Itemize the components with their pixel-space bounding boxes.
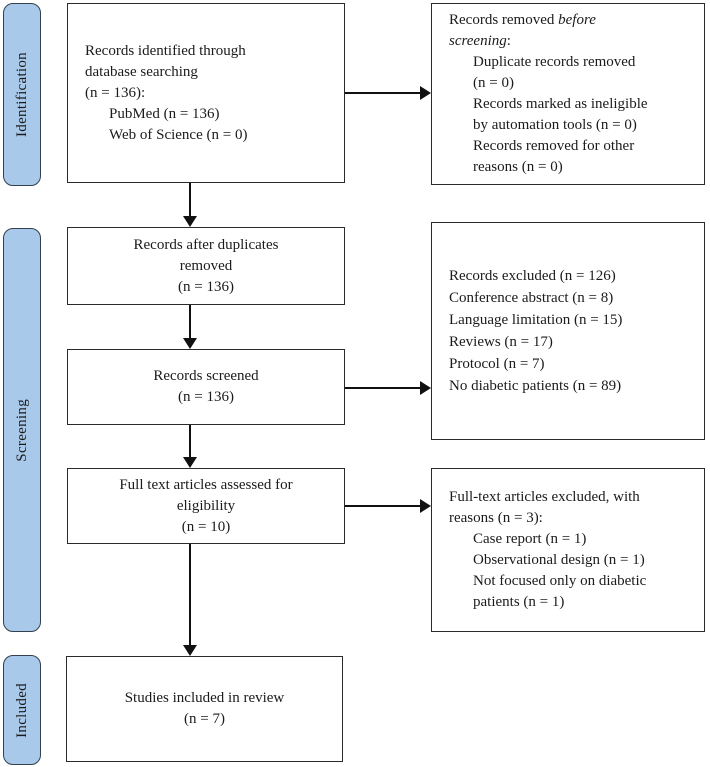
box-fulltext-excluded: Full-text articles excluded, with reason…: [431, 468, 705, 632]
box-records-identified: Records identified through database sear…: [67, 3, 345, 183]
stage-label-identification: Identification: [13, 51, 30, 137]
arrow-line-after-duplicates-to-screened: [189, 305, 191, 339]
box-text-line: Full-text articles excluded, with: [449, 489, 640, 505]
stage-label-included: Included: [13, 682, 30, 738]
box-text-line: Web of Science (n = 0): [109, 126, 248, 143]
box-text-line: (n = 136): [178, 389, 234, 405]
arrow-line-identified-to-removed: [345, 92, 421, 94]
stage-bar-screening: Screening: [3, 228, 41, 632]
box-text-line: removed: [179, 257, 233, 274]
arrow-head-right-icon: [420, 381, 431, 395]
box-text-segment: :: [506, 33, 511, 49]
box-text-line: Full text articles assessed for: [119, 476, 293, 493]
arrow-head-down-icon: [183, 338, 197, 349]
box-text-line: Duplicate records removed: [473, 54, 636, 70]
box-text-line: Language limitation (n = 15): [449, 312, 623, 328]
box-text-line: Observational design (n = 1): [473, 552, 645, 568]
arrow-head-down-icon: [183, 645, 197, 656]
box-records-removed-before-screening: Records removed before screening: Duplic…: [431, 3, 705, 185]
box-fulltext-assessed: Full text articles assessed for eligibil…: [67, 468, 345, 544]
stage-bar-identification: Identification: [3, 3, 41, 186]
box-text-italic-segment: before: [558, 12, 596, 28]
box-text-line: reasons (n = 0): [473, 159, 563, 175]
box-text-line: PubMed (n = 136): [109, 105, 220, 122]
arrow-line-identified-to-after-duplicates: [189, 183, 191, 218]
box-text-line: Records screened: [153, 368, 259, 384]
box-text-line: Protocol (n = 7): [449, 356, 545, 372]
arrow-line-fulltext-to-fulltext-excluded: [345, 505, 421, 507]
box-text-line: No diabetic patients (n = 89): [449, 378, 622, 394]
arrow-head-down-icon: [183, 216, 197, 227]
box-text-line: Case report (n = 1): [473, 531, 587, 547]
box-text-line: Conference abstract (n = 8): [449, 290, 614, 306]
box-text-line: screening:: [449, 31, 692, 52]
arrow-head-right-icon: [420, 86, 431, 100]
box-text-line: Records removed for other: [473, 138, 635, 154]
arrow-line-screened-to-excluded: [345, 387, 421, 389]
box-text-line: Records removed before: [449, 10, 692, 31]
box-text-line: Records after duplicates: [133, 236, 279, 253]
box-text-segment: Records removed: [449, 12, 559, 28]
stage-label-screening: Screening: [13, 398, 30, 462]
box-text-line: database searching: [85, 63, 198, 80]
box-text-line: (n = 136): [178, 278, 234, 295]
box-text-line: reasons (n = 3):: [449, 510, 543, 526]
box-records-after-duplicates: Records after duplicates removed (n = 13…: [67, 227, 345, 305]
stage-bar-included: Included: [3, 655, 41, 765]
box-text-line: (n = 0): [473, 75, 514, 91]
box-text-line: Not focused only on diabetic: [473, 573, 647, 589]
arrow-head-right-icon: [420, 499, 431, 513]
arrow-line-fulltext-to-included: [189, 544, 191, 646]
box-text-line: Records excluded (n = 126): [449, 268, 616, 284]
box-records-screened: Records screened (n = 136): [67, 349, 345, 425]
box-text-line: (n = 10): [181, 518, 231, 535]
box-studies-included: Studies included in review (n = 7): [66, 656, 343, 762]
box-text-line: (n = 7): [184, 711, 225, 727]
box-text-line: eligibility: [176, 497, 236, 514]
box-text-line: Records marked as ineligible: [473, 96, 648, 112]
box-text-line: (n = 136):: [85, 84, 146, 101]
box-text-line: by automation tools (n = 0): [473, 117, 637, 133]
box-records-excluded: Records excluded (n = 126) Conference ab…: [431, 222, 705, 440]
arrow-head-down-icon: [183, 457, 197, 468]
box-text-line: Records identified through: [85, 42, 246, 59]
box-text-line: Studies included in review: [124, 690, 285, 706]
box-text-line: Reviews (n = 17): [449, 334, 553, 350]
arrow-line-screened-to-fulltext: [189, 425, 191, 458]
box-text-line: patients (n = 1): [473, 594, 565, 610]
box-text-italic-segment: screening: [449, 33, 507, 49]
